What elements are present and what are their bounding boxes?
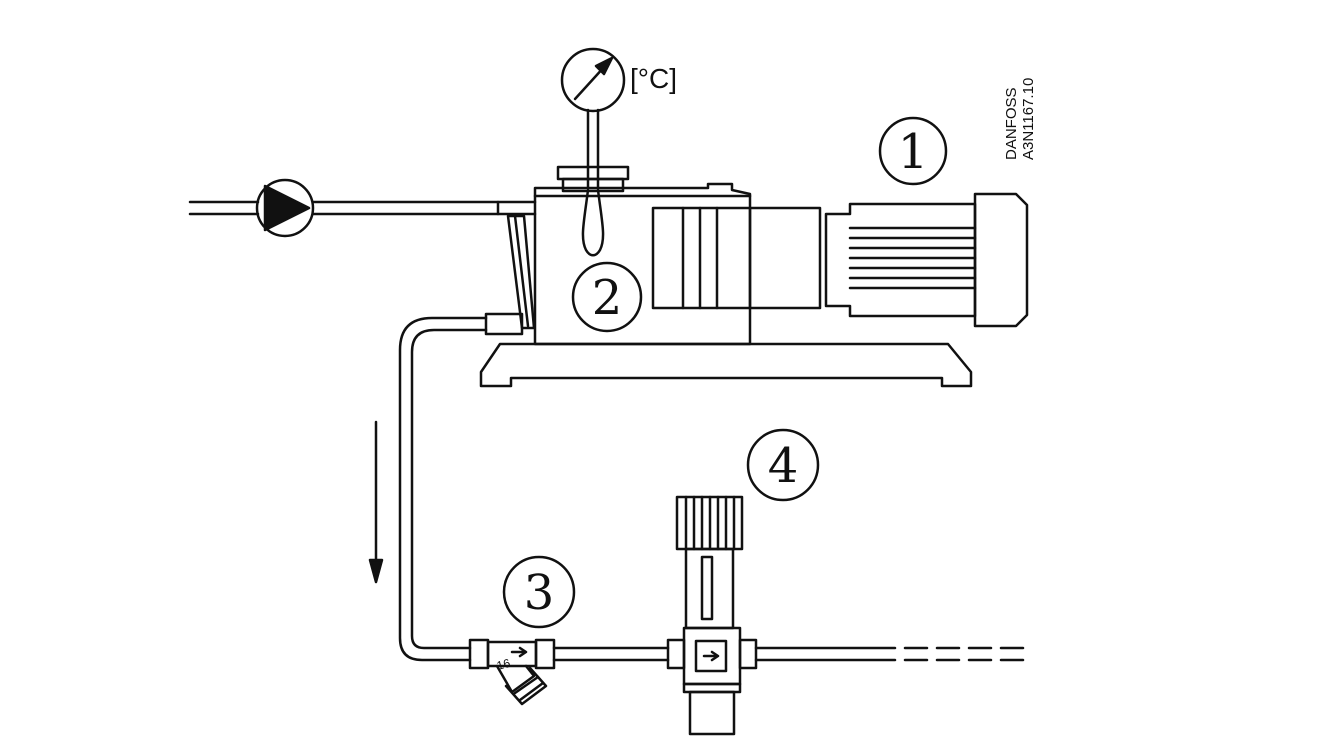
- pipe-filter-to-valve: [552, 646, 670, 662]
- return-pipe: [398, 316, 488, 662]
- outlet-nozzle: [484, 312, 524, 336]
- callout-circle-4: [746, 428, 820, 502]
- temperature-probe: [581, 108, 605, 257]
- base-frame: [479, 342, 973, 388]
- outlet-pipe: [754, 646, 1032, 662]
- callout-label-2: 2: [592, 270, 623, 326]
- electric-motor: [824, 192, 1029, 328]
- gauge-unit-label: [°C]: [630, 63, 677, 94]
- drawing-code: DANFOSS A3N1167.10: [1003, 78, 1037, 160]
- callout-circle-1: [878, 116, 948, 186]
- thermometer-gauge-icon: [560, 47, 626, 113]
- callout-label-3: 3: [524, 565, 555, 621]
- flow-direction-arrow: [368, 420, 384, 584]
- circulation-pump-icon: [255, 178, 315, 238]
- callout-label-4: 4: [768, 438, 799, 494]
- filter-marking: 16: [495, 656, 512, 673]
- support-bracket: [496, 200, 537, 330]
- callout-label-1: 1: [898, 124, 929, 180]
- drawing-code-number: A3N1167.10: [1020, 78, 1037, 160]
- water-regulating-valve: [666, 495, 758, 736]
- callout-circle-2: [571, 261, 643, 333]
- strainer-filter: [468, 638, 556, 706]
- coupling-block: [651, 206, 822, 310]
- inlet-pipe: [188, 200, 537, 216]
- drawing-code-brand: DANFOSS: [1003, 87, 1020, 160]
- sensor-port: [556, 165, 630, 193]
- callout-circle-3: [502, 555, 576, 629]
